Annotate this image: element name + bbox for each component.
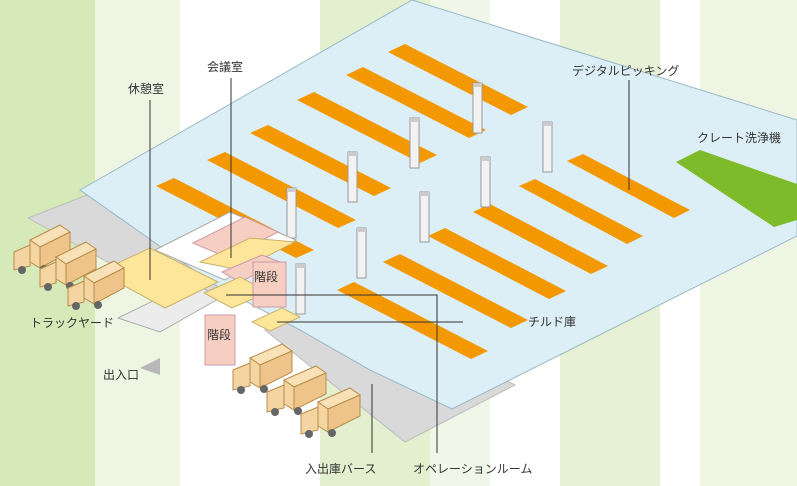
label-crate-washer: クレート洗浄機 xyxy=(697,131,782,145)
leader-lines xyxy=(149,78,630,453)
pillar-icon xyxy=(542,121,553,173)
label-meeting-room: 会議室 xyxy=(207,60,244,74)
pillar-icon xyxy=(295,263,306,315)
truck-icon xyxy=(266,365,328,416)
pillar-icon xyxy=(347,151,358,203)
office-block xyxy=(97,211,302,366)
truck-icon xyxy=(39,241,97,291)
truck-icon xyxy=(13,224,71,274)
trucks-left xyxy=(13,224,125,310)
pillar-icon xyxy=(286,187,297,239)
pillar-icon xyxy=(419,191,430,243)
crate-washer-area xyxy=(676,150,797,227)
label-entrance: 出入口 xyxy=(103,368,140,382)
label-stairs-lower: 階段 xyxy=(207,328,232,342)
trucks-bottom xyxy=(232,343,362,438)
label-rest-room: 休憩室 xyxy=(128,82,165,96)
label-stairs-upper: 階段 xyxy=(254,270,279,284)
label-truck-yard: トラックヤード xyxy=(30,316,115,330)
truck-icon xyxy=(300,387,362,438)
label-operation-room: オペレーションルーム xyxy=(413,462,533,476)
pillars xyxy=(286,82,553,315)
label-loading-berth: 入出庫バース xyxy=(305,462,377,476)
pillar-icon xyxy=(409,117,420,169)
entrance-arrow-icon xyxy=(140,358,160,375)
label-chilled-warehouse: チルド庫 xyxy=(528,315,577,329)
truck-icon xyxy=(232,343,294,394)
pillar-icon xyxy=(480,156,491,208)
truck-icon xyxy=(67,260,125,310)
label-digital-picking: デジタルピッキング xyxy=(572,64,680,78)
pillar-icon xyxy=(356,227,367,279)
pillar-icon xyxy=(472,82,483,134)
